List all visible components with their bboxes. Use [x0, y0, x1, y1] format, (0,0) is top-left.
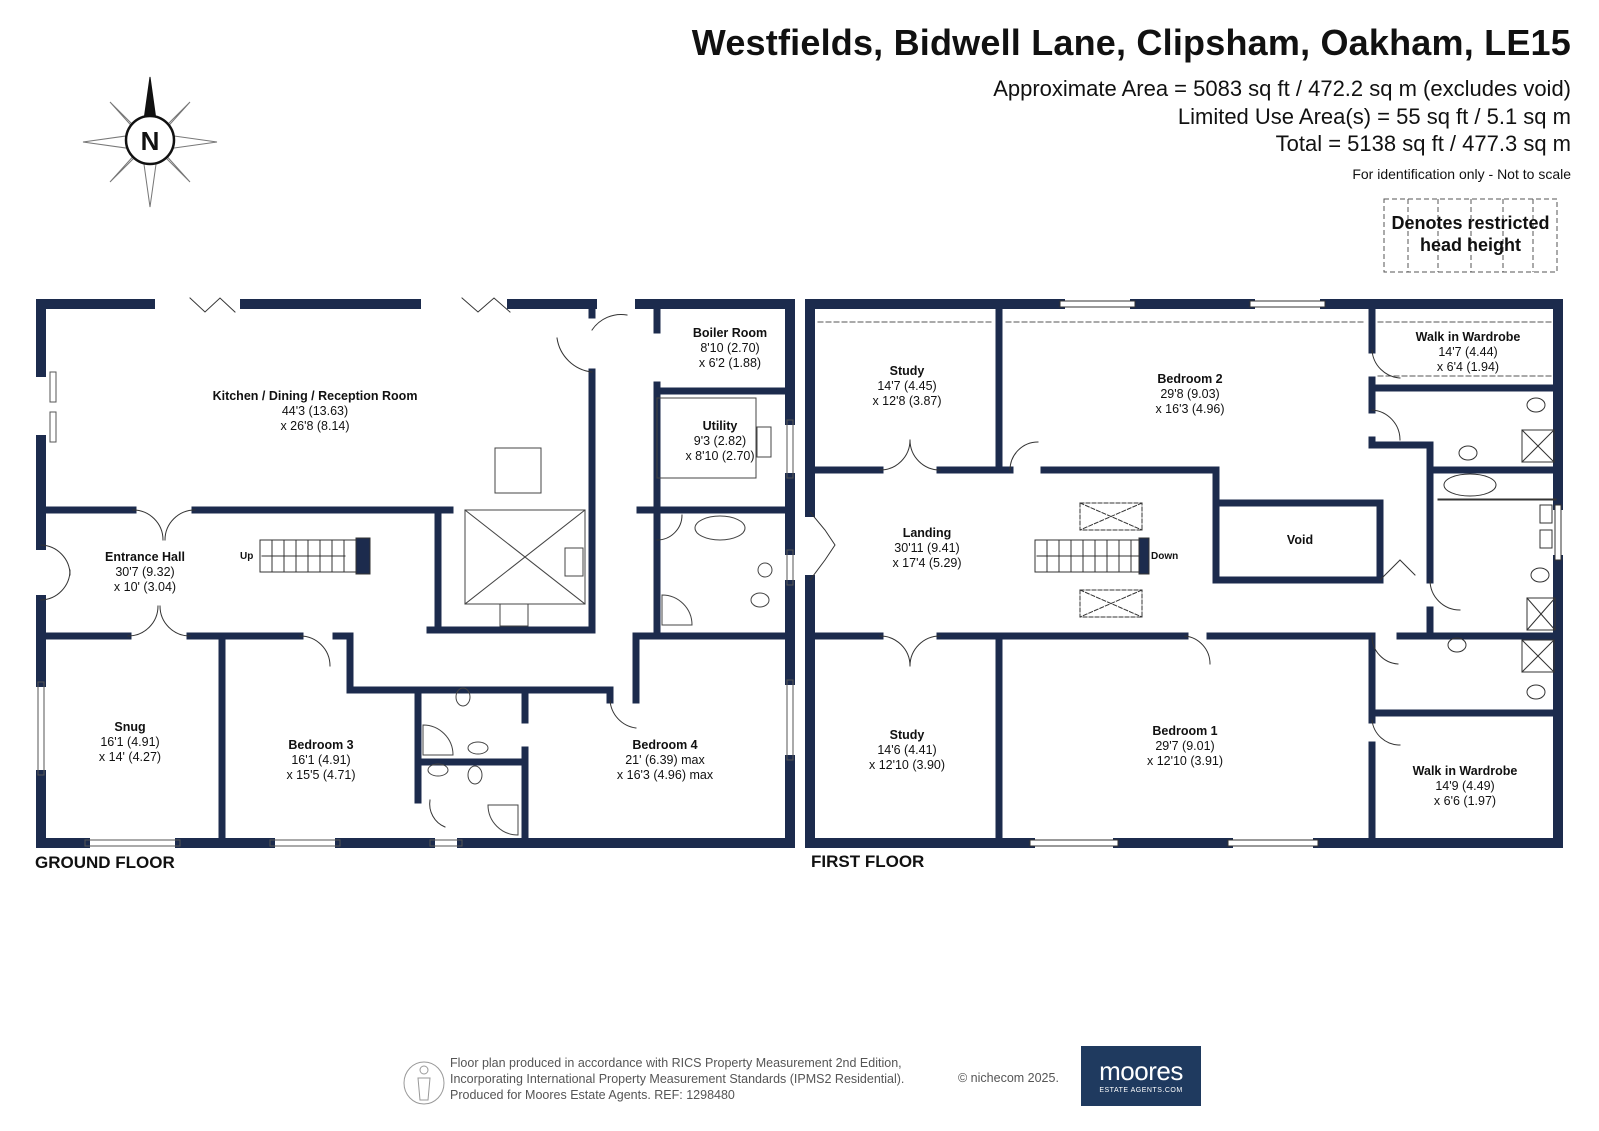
brand-subtitle: ESTATE AGENTS.COM — [1099, 1087, 1183, 1094]
room-bedroom-4: Bedroom 4 21' (6.39) max x 16'3 (4.96) m… — [600, 738, 730, 783]
room-dim-1: 30'11 (9.41) — [894, 541, 960, 555]
room-name: Boiler Room — [692, 326, 768, 340]
room-name: Study — [889, 364, 925, 378]
room-dim-2: x 6'2 (1.88) — [698, 356, 762, 370]
footer-disclaimer: Floor plan produced in accordance with R… — [450, 1055, 904, 1103]
stairs-up-label: Up — [240, 551, 254, 562]
room-bedroom-3: Bedroom 3 16'1 (4.91) x 15'5 (4.71) — [266, 738, 376, 783]
brand-name: moores — [1099, 1056, 1183, 1086]
room-dim-2: x 6'6 (1.97) — [1433, 794, 1497, 808]
room-walk-in-wardrobe-upper: Walk in Wardrobe 14'7 (4.44) x 6'4 (1.94… — [1403, 330, 1533, 375]
room-dim-2: x 26'8 (8.14) — [280, 419, 350, 433]
room-landing: Landing 30'11 (9.41) x 17'4 (5.29) — [872, 526, 982, 571]
room-name: Bedroom 1 — [1152, 724, 1218, 738]
room-dim-1: 29'7 (9.01) — [1155, 739, 1215, 753]
compass-letter: N — [141, 126, 160, 156]
plan-title: Westfields, Bidwell Lane, Clipsham, Oakh… — [691, 22, 1571, 63]
person-scale-icon — [403, 1061, 445, 1105]
room-dim-2: x 6'4 (1.94) — [1436, 360, 1500, 374]
room-dim-1: 30'7 (9.32) — [115, 565, 175, 579]
room-dim-1: 14'6 (4.41) — [877, 743, 937, 757]
room-name: Kitchen / Dining / Reception Room — [212, 389, 418, 403]
total-area: Total = 5138 sq ft / 477.3 sq m — [1275, 131, 1571, 156]
room-dim-1: 14'7 (4.44) — [1438, 345, 1498, 359]
ground-floor-label: GROUND FLOOR — [35, 853, 175, 872]
footer-line-3: Produced for Moores Estate Agents. REF: … — [450, 1088, 735, 1102]
room-name: Bedroom 3 — [288, 738, 354, 752]
room-entrance-hall: Entrance Hall 30'7 (9.32) x 10' (3.04) — [85, 550, 205, 595]
dashed-box-icon — [1383, 198, 1558, 273]
room-name: Walk in Wardrobe — [1412, 764, 1518, 778]
room-name: Snug — [114, 720, 146, 734]
room-kitchen-dining-reception: Kitchen / Dining / Reception Room 44'3 (… — [190, 389, 440, 434]
room-dim-2: x 15'5 (4.71) — [286, 768, 356, 782]
room-name: Study — [889, 728, 925, 742]
room-dim-2: x 14' (4.27) — [98, 750, 162, 764]
room-bedroom-2: Bedroom 2 29'8 (9.03) x 16'3 (4.96) — [1135, 372, 1245, 417]
room-dim-1: 16'1 (4.91) — [100, 735, 160, 749]
room-dim-1: 14'7 (4.45) — [877, 379, 937, 393]
room-dim-2: x 10' (3.04) — [113, 580, 177, 594]
restricted-height-legend: Denotes restricted head height — [1383, 198, 1558, 273]
room-dim-1: 21' (6.39) max — [625, 753, 705, 767]
first-floor-label: FIRST FLOOR — [811, 852, 925, 871]
moores-logo: moores ESTATE AGENTS.COM — [1081, 1046, 1201, 1106]
stairs-down-label: Down — [1151, 551, 1179, 562]
room-dim-2: x 8'10 (2.70) — [685, 449, 755, 463]
room-dim-1: 16'1 (4.91) — [291, 753, 351, 767]
room-dim-1: 9'3 (2.82) — [693, 434, 747, 448]
room-dim-2: x 17'4 (5.29) — [892, 556, 962, 570]
room-dim-2: x 12'10 (3.91) — [1146, 754, 1224, 768]
legend-line-2: head height — [1419, 235, 1521, 255]
room-name: Walk in Wardrobe — [1415, 330, 1521, 344]
footer-line-1: Floor plan produced in accordance with R… — [450, 1056, 902, 1070]
room-name: Bedroom 2 — [1157, 372, 1223, 386]
room-bedroom-1: Bedroom 1 29'7 (9.01) x 12'10 (3.91) — [1130, 724, 1240, 769]
room-dim-1: 29'8 (9.03) — [1160, 387, 1220, 401]
limited-use-area: Limited Use Area(s) = 55 sq ft / 5.1 sq … — [1177, 104, 1571, 129]
room-dim-2: x 16'3 (4.96) — [1155, 402, 1225, 416]
room-dim-1: 44'3 (13.63) — [281, 404, 349, 418]
room-snug: Snug 16'1 (4.91) x 14' (4.27) — [80, 720, 180, 765]
room-name: Utility — [702, 419, 738, 433]
room-name: Landing — [902, 526, 952, 540]
room-dim-1: 8'10 (2.70) — [700, 341, 760, 355]
room-name: Entrance Hall — [105, 550, 185, 564]
identification-note: For identification only - Not to scale — [1352, 166, 1571, 182]
approximate-area: Approximate Area = 5083 sq ft / 472.2 sq… — [993, 76, 1571, 101]
room-dim-2: x 12'10 (3.90) — [868, 758, 946, 772]
room-void: Void — [1260, 533, 1340, 548]
copyright-note: © nichecom 2025. — [958, 1071, 1059, 1085]
room-name: Void — [1286, 533, 1314, 547]
room-dim-2: x 16'3 (4.96) max — [616, 768, 714, 782]
room-walk-in-wardrobe-lower: Walk in Wardrobe 14'9 (4.49) x 6'6 (1.97… — [1400, 764, 1530, 809]
footer-line-2: Incorporating International Property Mea… — [450, 1072, 905, 1086]
room-dim-2: x 12'8 (3.87) — [872, 394, 942, 408]
room-study-lower: Study 14'6 (4.41) x 12'10 (3.90) — [857, 728, 957, 773]
room-boiler-room: Boiler Room 8'10 (2.70) x 6'2 (1.88) — [680, 326, 780, 371]
room-name: Bedroom 4 — [632, 738, 698, 752]
legend-line-1: Denotes restricted — [1391, 213, 1550, 233]
room-study-upper: Study 14'7 (4.45) x 12'8 (3.87) — [857, 364, 957, 409]
room-utility: Utility 9'3 (2.82) x 8'10 (2.70) — [670, 419, 770, 464]
compass-icon: N — [82, 76, 218, 208]
room-dim-1: 14'9 (4.49) — [1435, 779, 1495, 793]
